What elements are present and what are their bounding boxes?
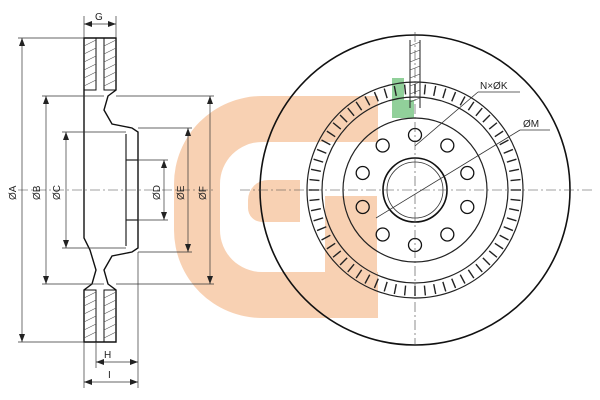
dim-e-label: ØE (176, 185, 187, 200)
dim-b-label: ØB (32, 185, 43, 200)
dim-i-label: I (108, 370, 111, 381)
vent-slot (499, 139, 509, 146)
vent-slot (488, 122, 498, 130)
vent-slot (313, 158, 324, 163)
vent-slot (433, 284, 437, 295)
vent-slot (442, 88, 447, 99)
vent-slot (347, 107, 355, 117)
vent-slot (503, 226, 514, 232)
vent-slot (459, 96, 466, 106)
vent-slot (326, 242, 336, 250)
vent-slot (494, 130, 504, 138)
bolt-hole (440, 227, 455, 242)
dim-d-label: ØD (152, 185, 163, 200)
bolt-hole (355, 199, 370, 215)
vent-slot (309, 198, 320, 202)
vent-slot (310, 208, 321, 212)
bolt-spec-label: N×ØK (480, 81, 508, 92)
vent-slot (316, 226, 327, 232)
vent-slot (475, 263, 483, 273)
vent-slot (364, 274, 371, 284)
watermark-green-mark-2 (404, 100, 414, 118)
vent-slot (509, 208, 520, 212)
section-hatch-top (83, 37, 117, 91)
vent-slot (499, 234, 509, 241)
vent-slot (316, 148, 327, 154)
vent-slot (355, 101, 363, 111)
dim-h-label: H (104, 350, 111, 361)
vent-slot (339, 257, 348, 266)
vent-slot (364, 96, 371, 106)
dim-f-label: ØF (198, 186, 209, 200)
vent-slot (482, 257, 491, 266)
dim-a-label: ØA (8, 185, 19, 200)
section-hatch-bottom (83, 289, 117, 343)
vent-slot (373, 278, 379, 289)
vent-slots (309, 84, 521, 296)
vent-slot (383, 281, 388, 292)
watermark-inner-arc (248, 180, 300, 222)
vent-slot (310, 168, 321, 172)
vent-slot (423, 84, 427, 95)
vent-slot (393, 85, 397, 96)
vent-slot (451, 91, 457, 102)
vent-slot (442, 281, 447, 292)
vent-slot (433, 85, 437, 96)
vent-slot (403, 285, 407, 296)
section-outline (83, 37, 139, 343)
bolt-hole (460, 165, 475, 181)
vent-slot (347, 263, 355, 273)
vent-slot (467, 269, 475, 279)
vent-slot (326, 130, 336, 138)
disc-top-slot-hatch (409, 41, 421, 103)
vent-slot (339, 114, 348, 123)
vent-slot (309, 178, 320, 182)
vent-slot (423, 285, 427, 296)
vent-slot (510, 178, 521, 182)
vent-slot (451, 278, 457, 289)
vent-slot (383, 88, 388, 99)
bolt-leader-line (414, 91, 479, 147)
vent-slot (355, 269, 363, 279)
vent-slot (332, 250, 342, 258)
vent-slot (482, 114, 491, 123)
vent-slot (321, 234, 331, 241)
vent-slot (494, 242, 504, 250)
vent-slot (509, 168, 520, 172)
vent-slot (373, 91, 379, 102)
vent-slot (503, 148, 514, 154)
vent-slot (332, 122, 342, 130)
dimension-arrows (19, 21, 213, 385)
vent-slot (393, 284, 397, 295)
vent-slot (475, 107, 483, 117)
vent-slot (488, 250, 498, 258)
bolt-hole (460, 199, 475, 215)
vent-slot (403, 84, 407, 95)
dia-m-label: ØM (523, 119, 539, 130)
bolt-hole (375, 227, 390, 242)
vent-slot (510, 198, 521, 202)
section-view (18, 37, 215, 343)
vent-slot (506, 158, 517, 163)
vent-slot (506, 217, 517, 222)
vent-slot (313, 217, 324, 222)
front-view: N×ØK ØM (240, 32, 595, 346)
watermark-outer-arc (174, 96, 378, 318)
bolt-hole (375, 138, 390, 153)
bolt-hole (355, 165, 370, 181)
m-leader-line (375, 129, 521, 219)
vent-slot (467, 101, 475, 111)
dim-c-label: ØC (52, 185, 63, 200)
vent-slot (459, 274, 466, 284)
bolt-hole (440, 138, 455, 153)
vent-slot (321, 139, 331, 146)
dimensions (18, 16, 214, 388)
dim-g-label: G (95, 12, 103, 23)
